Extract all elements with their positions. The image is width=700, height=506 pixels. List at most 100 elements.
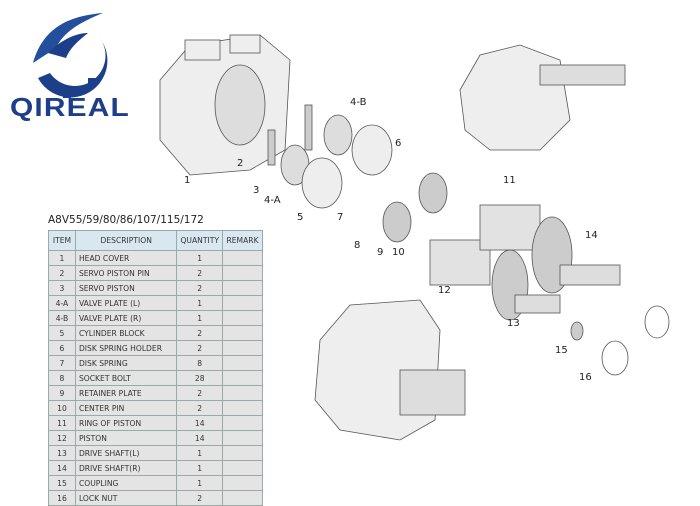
servo-piston-pin-part <box>267 129 276 166</box>
cell-item: 7 <box>48 355 76 371</box>
cell-remark <box>222 250 263 266</box>
cell-description: SERVO PISTON <box>74 280 178 296</box>
retainer-plate-part <box>418 172 448 214</box>
cell-description: VALVE PLATE (R) <box>74 310 178 326</box>
cell-quantity: 1 <box>176 475 224 491</box>
cell-item: 4-A <box>48 295 76 311</box>
callout-9: 9 <box>377 247 383 258</box>
header-remark: REMARK <box>222 230 263 251</box>
cell-quantity: 2 <box>176 385 224 401</box>
cell-remark <box>222 400 263 416</box>
callout-5: 5 <box>297 212 303 223</box>
cell-description: CENTER PIN <box>74 400 178 416</box>
callout-2: 2 <box>237 158 243 169</box>
callout-7: 7 <box>337 212 343 223</box>
cell-item: 8 <box>48 370 76 386</box>
cell-item: 15 <box>48 475 76 491</box>
cell-quantity: 1 <box>176 310 224 326</box>
callout-3: 3 <box>253 185 259 196</box>
assembled-pump-top-right-shaft <box>539 64 626 86</box>
cell-description: RETAINER PLATE <box>74 385 178 401</box>
cell-remark <box>222 340 263 356</box>
cell-remark <box>222 385 263 401</box>
cell-description: HEAD COVER <box>74 250 178 266</box>
cell-item: 12 <box>48 430 76 446</box>
head-cover-bore <box>214 64 266 146</box>
cell-remark <box>222 265 263 281</box>
assembled-pump-top-right <box>459 44 571 151</box>
drive-shaft-right-part <box>559 264 621 286</box>
cell-remark <box>222 475 263 491</box>
table-header-row: ITEM DESCRIPTION QUANTITY REMARK <box>48 230 263 251</box>
valve-plate-right-part <box>323 114 353 156</box>
cell-item: 10 <box>48 400 76 416</box>
callout-1: 1 <box>184 175 190 186</box>
drive-shaft-left-part <box>514 294 561 314</box>
cell-item: 13 <box>48 445 76 461</box>
cell-quantity: 28 <box>176 370 224 386</box>
cylinder-block-part <box>351 124 393 176</box>
header-description: DESCRIPTION <box>74 230 178 251</box>
cell-remark <box>222 310 263 326</box>
cell-remark <box>222 295 263 311</box>
retainer-plate-part <box>382 201 412 243</box>
cell-quantity: 2 <box>176 325 224 341</box>
cell-item: 11 <box>48 415 76 431</box>
qireal-logo-icon <box>33 13 108 98</box>
cell-description: PISTON <box>74 430 178 446</box>
piston-set-part <box>479 204 541 251</box>
callout-13: 13 <box>507 318 520 329</box>
cell-description: COUPLING <box>74 475 178 491</box>
callout-4a: 4-A <box>264 195 281 206</box>
cell-item: 3 <box>48 280 76 296</box>
cell-quantity: 2 <box>176 280 224 296</box>
coupling-part <box>570 321 584 341</box>
cell-description: VALVE PLATE (L) <box>74 295 178 311</box>
cell-quantity: 14 <box>176 430 224 446</box>
cell-quantity: 8 <box>176 355 224 371</box>
cell-item: 6 <box>48 340 76 356</box>
callout-14: 14 <box>585 230 598 241</box>
cell-item: 9 <box>48 385 76 401</box>
cell-description: DISK SPRING HOLDER <box>74 340 178 356</box>
cell-remark <box>222 460 263 476</box>
callout-16: 16 <box>579 372 592 383</box>
cylinder-block-part <box>301 157 343 209</box>
cell-item: 14 <box>48 460 76 476</box>
cell-quantity: 1 <box>176 295 224 311</box>
cell-remark <box>222 430 263 446</box>
cell-remark <box>222 355 263 371</box>
cell-remark <box>222 445 263 461</box>
servo-piston-part <box>304 104 313 151</box>
cell-item: 2 <box>48 265 76 281</box>
assembled-pump-bottom-gears <box>399 369 466 416</box>
callout-10: 10 <box>392 247 405 258</box>
cell-description: CYLINDER BLOCK <box>74 325 178 341</box>
cell-remark <box>222 490 263 506</box>
head-cover-boss <box>184 39 221 61</box>
cell-quantity: 1 <box>176 460 224 476</box>
cell-description: LOCK NUT <box>74 490 178 506</box>
callout-15: 15 <box>555 345 568 356</box>
cell-quantity: 2 <box>176 490 224 506</box>
cell-quantity: 2 <box>176 340 224 356</box>
callout-11: 11 <box>503 175 516 186</box>
cell-description: DRIVE SHAFT(L) <box>74 445 178 461</box>
model-title: A8V55/59/80/86/107/115/172 <box>48 214 204 226</box>
cell-item: 4-B <box>48 310 76 326</box>
